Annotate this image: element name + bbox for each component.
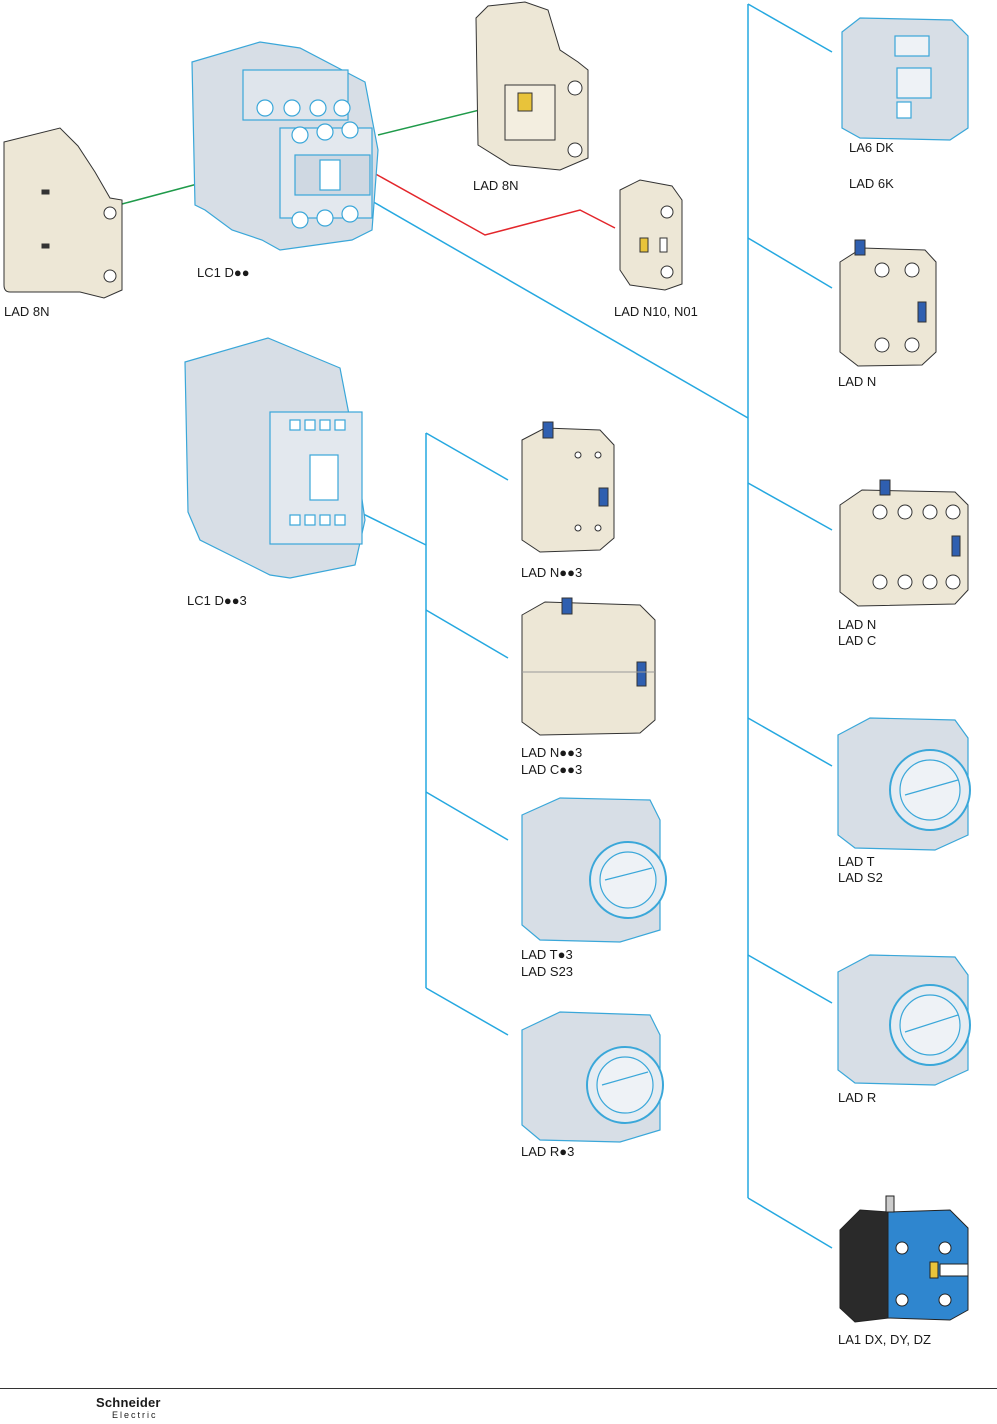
- lc1d3-device: [184, 337, 366, 579]
- footer-rule: [0, 1388, 997, 1389]
- red-line: [371, 171, 616, 236]
- label-ladr: LAD R: [838, 1090, 877, 1105]
- branch-ladn3: [425, 432, 509, 481]
- ladn3-device: [521, 421, 615, 553]
- ladt-device: [837, 717, 971, 851]
- logo-sub: Electric: [112, 1410, 158, 1420]
- branch-ladr3: [425, 987, 509, 1036]
- ladn-right-device: [839, 239, 937, 367]
- ladn-c-device: [839, 479, 969, 607]
- label-la1dx: LA1 DX, DY, DZ: [838, 1332, 931, 1347]
- label-ladn3b-1: LAD N●●3: [521, 745, 583, 760]
- label-ladt-2: LAD S2: [838, 870, 883, 885]
- label-ladn3b-2: LAD C●●3: [521, 762, 583, 777]
- label-ladn-c-1: LAD N: [838, 617, 877, 632]
- label-ladn3: LAD N●●3: [521, 565, 583, 580]
- branch-ladt3: [425, 791, 509, 841]
- label-ladn-c-2: LAD C: [838, 633, 877, 648]
- label-ladt-1: LAD T: [838, 854, 875, 869]
- branch-ladr: [747, 954, 833, 1004]
- lc1d-device: [191, 41, 379, 251]
- branch-la1: [747, 1197, 833, 1249]
- branch-la6dk: [747, 3, 833, 53]
- label-ladt3-2: LAD S23: [521, 964, 574, 979]
- ladr3-device: [521, 1011, 664, 1143]
- ladr-device: [837, 954, 971, 1086]
- label-ladr3: LAD R●3: [521, 1144, 575, 1159]
- label-lc1d: LC1 D●●: [197, 265, 250, 280]
- logo-brand: Schneider: [96, 1395, 161, 1410]
- label-lc1d3: LC1 D●●3: [187, 593, 247, 608]
- lad8n-top-device: [475, 1, 589, 171]
- blue-line-to-bus: [369, 199, 749, 419]
- ladn10-device: [619, 179, 683, 291]
- ladt3-device: [521, 797, 667, 943]
- branch-ladn: [747, 237, 833, 289]
- label-ladt3-1: LAD T●3: [521, 947, 573, 962]
- la6dk-device: [841, 17, 969, 141]
- lad8n-left-device: [3, 127, 123, 299]
- branch-ladt: [747, 717, 833, 767]
- branch-ladn-c: [747, 482, 833, 531]
- label-ladn10: LAD N10, N01: [614, 304, 698, 319]
- schneider-logo: Schneider Electric: [96, 1395, 161, 1421]
- label-lad8n-top: LAD 8N: [473, 178, 519, 193]
- label-lad6k: LAD 6K: [849, 176, 894, 191]
- label-la6dk: LA6 DK: [849, 140, 894, 155]
- label-lad8n-left: LAD 8N: [4, 304, 50, 319]
- branch-ladn3b: [425, 609, 509, 659]
- la1dx-device: [839, 1195, 969, 1323]
- label-ladn-right: LAD N: [838, 374, 877, 389]
- ladn3b-device: [521, 597, 656, 736]
